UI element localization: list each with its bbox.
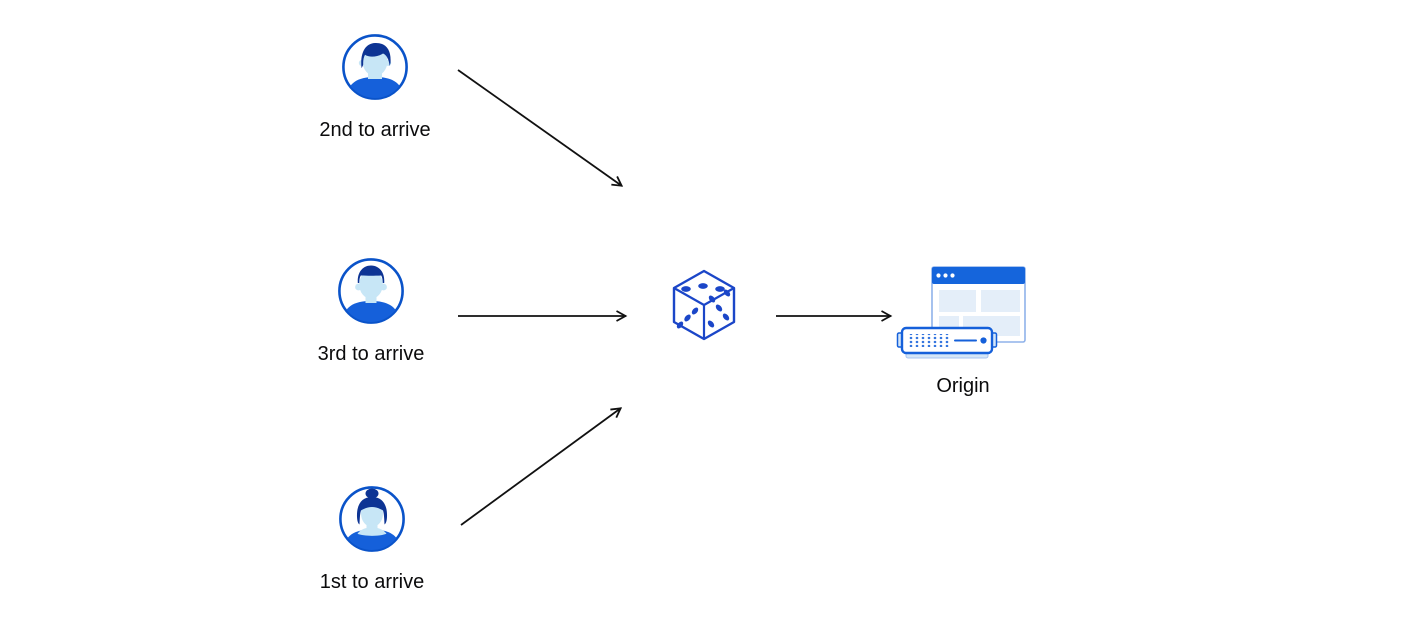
origin-node: Origin — [896, 260, 1030, 397]
arrow-user1-to-dice — [460, 407, 623, 526]
server-vent-pattern — [909, 334, 949, 347]
male-swoop-avatar-icon — [342, 34, 408, 100]
dice-icon — [672, 269, 736, 341]
user-label: 1st to arrive — [319, 571, 425, 593]
arrow-user2-to-dice — [457, 69, 624, 187]
browser-window-icon — [931, 266, 1026, 343]
origin-label: Origin — [936, 375, 990, 397]
user-node-2nd-to-arrive: 2nd to arrive — [305, 33, 445, 141]
user-node-3rd-to-arrive: 3rd to arrive — [301, 257, 441, 365]
user-label: 3rd to arrive — [317, 343, 425, 365]
female-bun-avatar-icon — [339, 486, 405, 552]
browser-header-dots — [936, 273, 955, 278]
origin-server-icon — [896, 266, 1026, 359]
server-icon — [896, 326, 998, 359]
male-crop-avatar-icon — [338, 258, 404, 324]
user-label: 2nd to arrive — [319, 119, 431, 141]
user-node-1st-to-arrive: 1st to arrive — [302, 485, 442, 593]
